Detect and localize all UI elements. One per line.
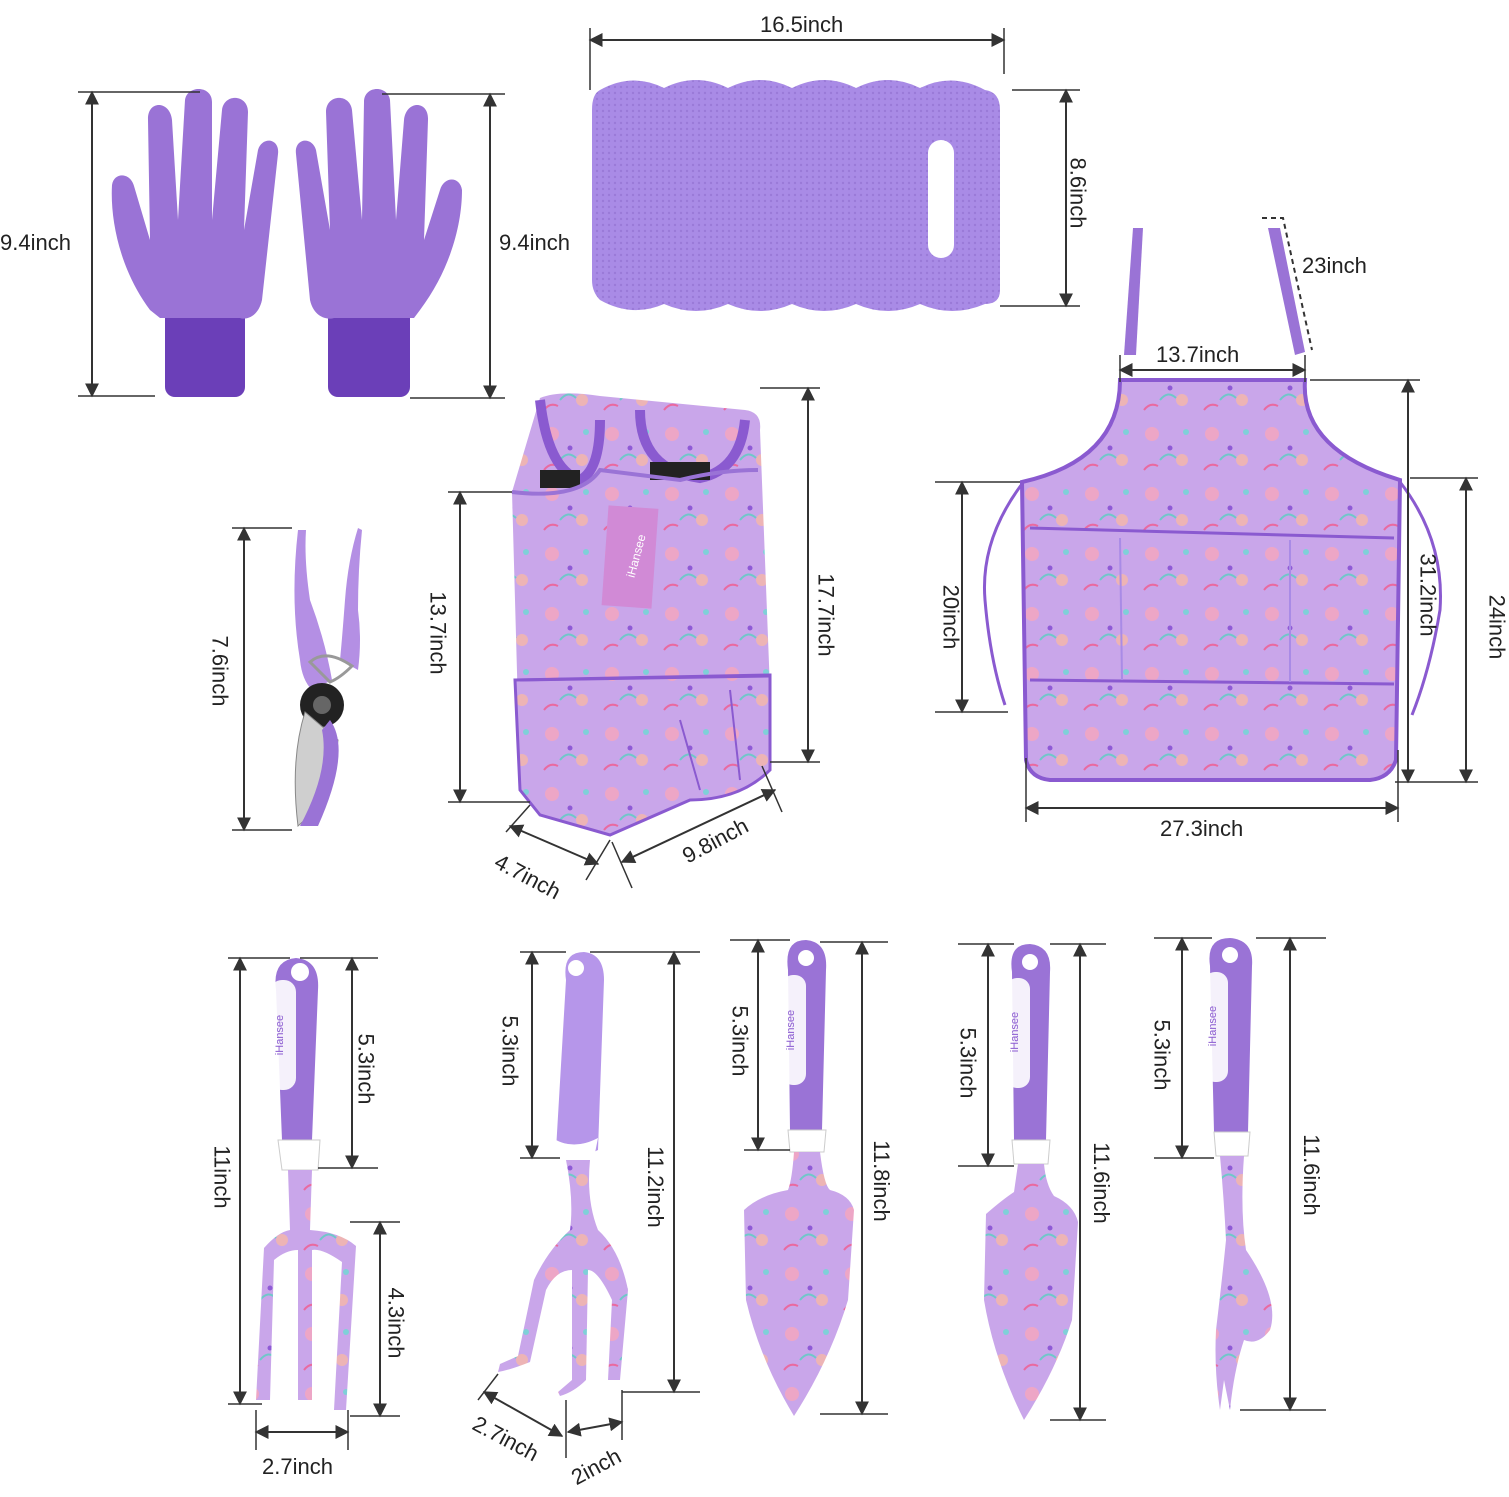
fork-tines-label: 4.3inch xyxy=(383,1287,409,1359)
right-glove xyxy=(295,88,462,397)
apron-pocket-height-label: 20inch xyxy=(938,584,964,650)
hand-cultivator xyxy=(477,950,700,1458)
transplanter-handle-label: 5.3inch xyxy=(955,1027,981,1099)
fork-length-label: 11inch xyxy=(209,1145,235,1209)
left-glove xyxy=(111,88,279,397)
pruner-length-label: 7.6inch xyxy=(207,635,233,707)
weeder-brand: iHansee xyxy=(1207,1006,1219,1046)
trowel-handle-label: 5.3inch xyxy=(727,1005,753,1077)
apron-top-width-label: 13.7inch xyxy=(1156,342,1240,367)
bag-front-height-label: 13.7inch xyxy=(425,591,451,675)
transplanter-brand: iHansee xyxy=(1009,1012,1021,1052)
brand-tag xyxy=(601,505,659,609)
pruning-shears xyxy=(232,526,362,832)
apron-total-height-label: 31.2inch xyxy=(1415,553,1441,637)
kneeler-width-label: 16.5inch xyxy=(760,12,844,37)
trowel-length-label: 11.8inch xyxy=(868,1140,894,1222)
weeder-handle-label: 5.3inch xyxy=(1149,1019,1175,1091)
trowel-brand: iHansee xyxy=(785,1010,797,1050)
bag-total-height-label: 17.7inch xyxy=(813,573,839,657)
hand-fork: iHansee xyxy=(228,956,400,1450)
kneeler-height-label: 8.6inch xyxy=(1065,157,1091,229)
fork-handle-label: 5.3inch xyxy=(353,1033,379,1105)
cultivator-handle-label: 5.3inch xyxy=(497,1015,523,1087)
hand-trowel: iHansee xyxy=(730,938,888,1416)
weeder: iHansee xyxy=(1154,936,1326,1412)
apron xyxy=(935,217,1478,822)
gloves xyxy=(78,88,505,400)
fork-width-label: 2.7inch xyxy=(262,1454,333,1479)
gloves-left-height-label: 9.4inch xyxy=(0,230,71,255)
kneeling-pad xyxy=(588,28,1080,311)
fork-brand: iHansee xyxy=(274,1015,286,1055)
gloves-right-height-label: 9.4inch xyxy=(499,230,570,255)
kneeler-handle-hole xyxy=(928,140,954,258)
transplanter: iHansee xyxy=(958,942,1106,1422)
apron-width-label: 27.3inch xyxy=(1160,816,1244,841)
cultivator-length-label: 11.2inch xyxy=(642,1146,668,1228)
apron-body-height-label: 24inch xyxy=(1484,594,1509,660)
transplanter-length-label: 11.6inch xyxy=(1088,1142,1114,1224)
weeder-length-label: 11.6inch xyxy=(1298,1134,1324,1216)
apron-strap-label: 23inch xyxy=(1302,253,1367,278)
tote-bag: iHansee xyxy=(448,386,820,889)
